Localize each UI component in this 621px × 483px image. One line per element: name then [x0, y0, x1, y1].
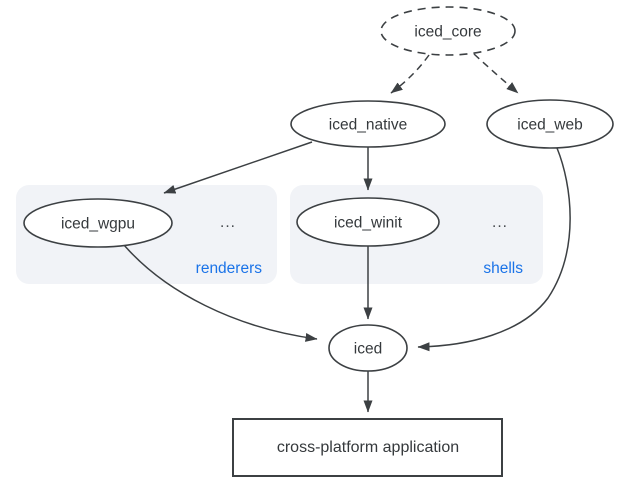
node-iced-shape: [328, 324, 408, 372]
node-iced-native: iced_native: [290, 100, 446, 148]
node-iced-label: iced: [354, 341, 382, 358]
node-iced-winit: iced_winit: [296, 197, 440, 247]
edge-iced-wgpu-to-iced: [123, 244, 318, 342]
node-iced-winit-shape: [296, 197, 440, 247]
node-iced-web-shape: [486, 99, 614, 149]
group-renderers-label: renderers: [196, 260, 263, 277]
group-renderers-ellipsis: ...: [220, 214, 236, 231]
edge-iced-native-to-iced-wgpu: [163, 141, 313, 194]
node-iced-core-shape: [380, 6, 516, 56]
node-iced-native-shape: [290, 100, 446, 148]
node-iced-web: iced_web: [486, 99, 614, 149]
node-iced-wgpu-label: iced_wgpu: [61, 216, 135, 233]
node-iced-wgpu: iced_wgpu: [23, 198, 173, 248]
group-shells-label: shells: [483, 260, 523, 277]
node-iced: iced: [328, 324, 408, 372]
node-iced-wgpu-shape: [23, 198, 173, 248]
edge-iced-core-to-iced-native: [390, 54, 430, 94]
edge-iced-web-to-iced: [417, 147, 571, 352]
edge-iced-core-to-iced-web: [473, 53, 519, 94]
node-iced-web-label: iced_web: [517, 117, 583, 134]
node-cross-platform-application-shape: [232, 418, 503, 477]
group-shells-ellipsis: ...: [492, 214, 508, 231]
node-iced-winit-label: iced_winit: [334, 215, 403, 232]
node-iced-core: iced_core: [380, 6, 516, 56]
node-cross-platform-application: cross-platform application: [232, 418, 503, 477]
node-iced-native-label: iced_native: [329, 117, 407, 134]
node-iced-core-label: iced_core: [414, 24, 481, 41]
node-cross-platform-application-label: cross-platform application: [277, 439, 459, 456]
